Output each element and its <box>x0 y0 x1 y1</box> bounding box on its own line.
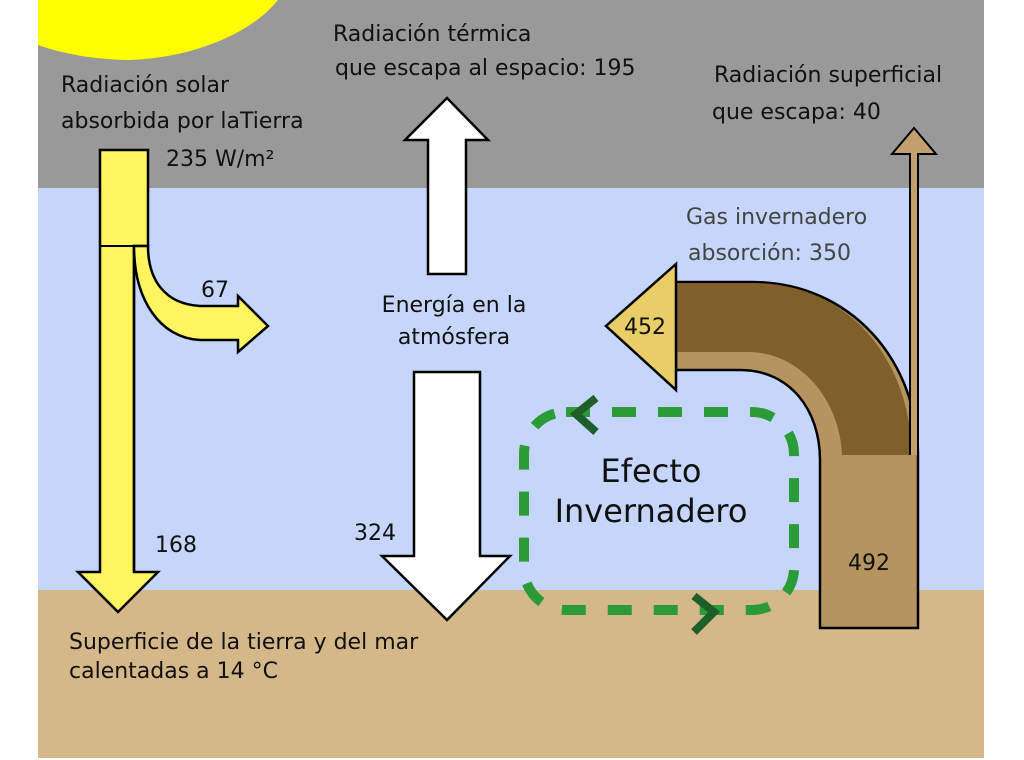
gas-absorption-label-line1: Gas invernadero <box>686 205 867 230</box>
gas-absorption-pipe-dark <box>676 283 912 455</box>
gas-absorption-label-line2: absorción: 350 <box>688 241 851 266</box>
solar-radiation-arrow <box>74 148 162 614</box>
surface-escape-label-line2: que escapa: 40 <box>712 100 881 125</box>
atmosphere-energy-label-line1: Energía en la <box>382 293 527 318</box>
flow-value-452: 452 <box>624 315 666 340</box>
atmosphere-energy-label-line2: atmósfera <box>398 325 510 350</box>
greenhouse-effect-label-line2: Invernadero <box>555 492 748 530</box>
sun-icon <box>38 0 278 60</box>
gas-emission-arrowhead <box>604 261 678 393</box>
thermal-escape-label-line2: que escapa al espacio: 195 <box>335 56 636 81</box>
greenhouse-loop <box>519 407 799 615</box>
thermal-escape-arrow <box>401 96 491 276</box>
flow-value-67: 67 <box>201 278 229 303</box>
surface-escape-arrow <box>889 126 939 455</box>
surface-escape-label-line1: Radiación superficial <box>714 63 942 88</box>
solar-absorbed-label-line1: Radiación solar <box>61 73 230 98</box>
loop-chevron-left-icon <box>569 394 599 435</box>
greenhouse-effect-label-line1: Efecto <box>601 452 702 490</box>
flow-value-168: 168 <box>155 533 197 558</box>
solar-absorbed-label-line2: absorbida por laTierra <box>61 109 304 134</box>
flow-value-492: 492 <box>848 551 890 576</box>
loop-chevron-right-icon <box>691 592 720 635</box>
solar-absorbed-value: 235 W/m² <box>166 147 274 172</box>
thermal-escape-label-line1: Radiación térmica <box>333 22 531 47</box>
back-radiation-arrow <box>378 370 513 622</box>
flow-value-324: 324 <box>354 521 396 546</box>
solar-reflected-arrow <box>132 244 270 355</box>
ground-label-line1: Superficie de la tierra y del mar <box>69 630 419 655</box>
ground-label-line2: calentadas a 14 °C <box>69 659 278 684</box>
